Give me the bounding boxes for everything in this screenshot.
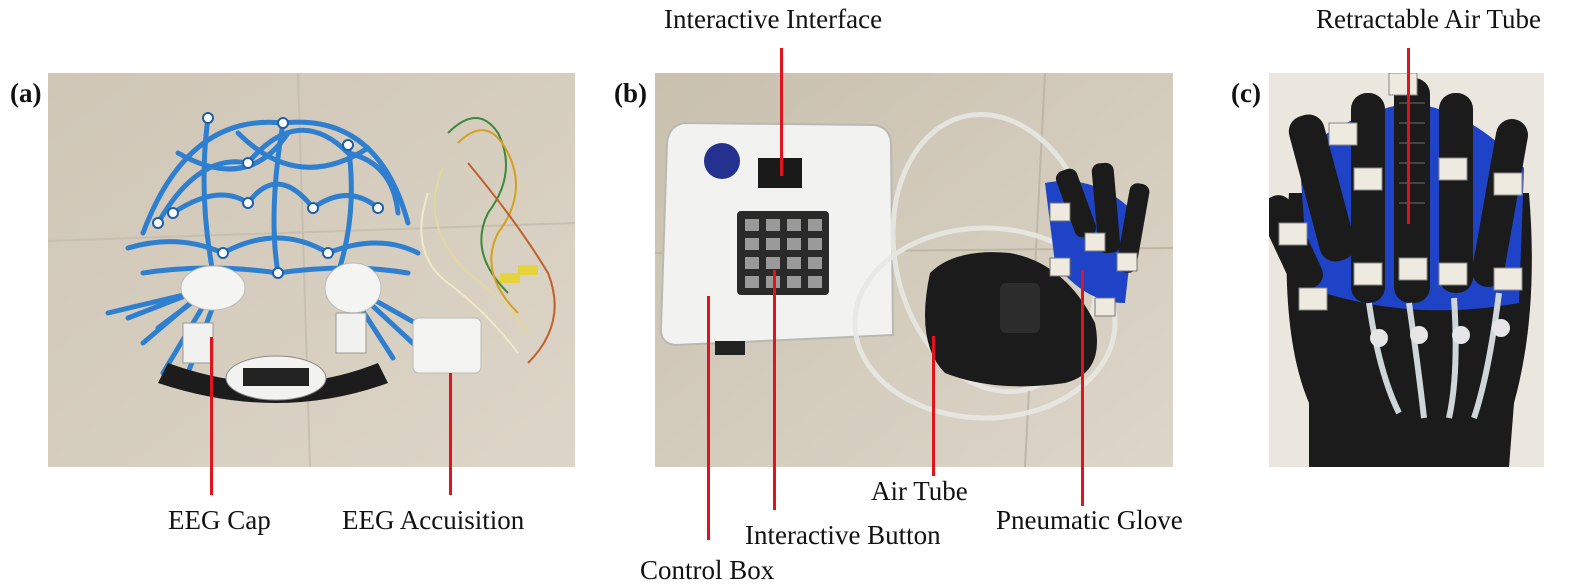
control-box-photo [655, 73, 1173, 467]
label-control-box: Control Box [640, 555, 775, 585]
leader-eeg-acquisition [449, 373, 452, 495]
leader-interactive-button [773, 270, 776, 510]
panel-b-tag: (b) [614, 78, 647, 108]
label-pneumatic-glove: Pneumatic Glove [996, 505, 1183, 535]
label-eeg-acquisition: EEG Accuisition [342, 505, 525, 535]
label-eeg-cap: EEG Cap [168, 505, 271, 535]
electrode-clips [152, 112, 384, 279]
leader-eeg-cap [210, 337, 213, 495]
panel-c-tag: (c) [1231, 78, 1261, 108]
glove-photo [1269, 73, 1544, 467]
leader-pneumatic-glove [1081, 270, 1084, 506]
label-interactive-interface: Interactive Interface [664, 4, 883, 34]
leader-retractable-air-tube [1407, 48, 1410, 224]
leader-control-box [707, 296, 710, 540]
label-air-tube: Air Tube [871, 476, 968, 506]
label-retractable-air-tube: Retractable Air Tube [1316, 4, 1541, 34]
label-interactive-button: Interactive Button [745, 520, 941, 550]
eeg-photo [48, 73, 575, 467]
leader-interactive-interface [780, 48, 783, 176]
panel-a-tag: (a) [10, 78, 42, 108]
leader-air-tube [932, 336, 935, 476]
